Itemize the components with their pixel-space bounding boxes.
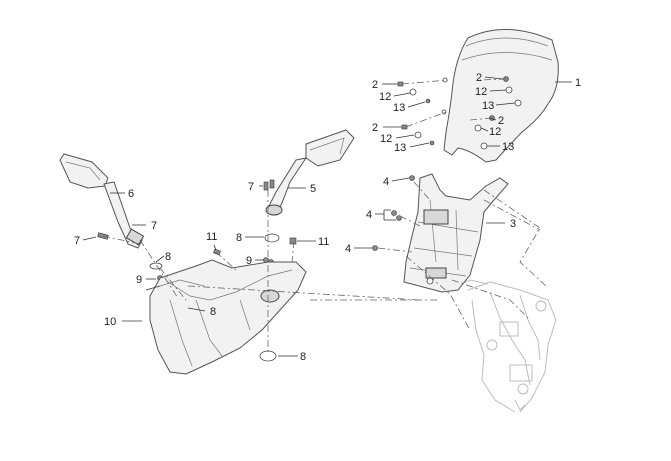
callout-4: 4 bbox=[345, 243, 351, 255]
callout-13: 13 bbox=[394, 142, 406, 154]
windshield-bracket bbox=[403, 173, 509, 293]
callout-4: 4 bbox=[366, 209, 372, 221]
callout-8: 8 bbox=[210, 306, 216, 318]
callout-13: 13 bbox=[502, 141, 514, 153]
callout-6: 6 bbox=[128, 188, 134, 200]
callout-7: 7 bbox=[151, 220, 157, 232]
callout-12: 12 bbox=[475, 86, 487, 98]
callout-11: 11 bbox=[206, 231, 217, 243]
callout-2: 2 bbox=[372, 122, 378, 134]
callout-2: 2 bbox=[476, 72, 482, 84]
callout-13: 13 bbox=[482, 100, 494, 112]
callout-8: 8 bbox=[236, 232, 242, 244]
callout-11: 11 bbox=[318, 236, 329, 248]
callout-7: 7 bbox=[74, 235, 80, 247]
frame-ghost bbox=[457, 279, 557, 413]
callout-4: 4 bbox=[383, 176, 389, 188]
callout-13: 13 bbox=[393, 102, 405, 114]
right-mirror-hardware bbox=[213, 179, 297, 362]
callout-10: 10 bbox=[104, 316, 116, 328]
windshield bbox=[441, 29, 559, 163]
callout-2: 2 bbox=[498, 115, 504, 127]
callout-2: 2 bbox=[372, 79, 378, 91]
callout-12: 12 bbox=[489, 126, 501, 138]
callout-8: 8 bbox=[300, 351, 306, 363]
callout-7: 7 bbox=[248, 181, 254, 193]
left-mirror bbox=[59, 153, 145, 249]
callout-1: 1 bbox=[575, 77, 581, 89]
leader-lines bbox=[82, 76, 572, 357]
assembly-lines bbox=[102, 78, 547, 352]
front-cowl bbox=[149, 259, 307, 375]
callout-labels: 1 2 12 13 2 12 13 2 12 13 2 12 13 4 4 4 … bbox=[74, 72, 581, 363]
callout-12: 12 bbox=[380, 133, 392, 145]
callout-8: 8 bbox=[165, 251, 171, 263]
callout-3: 3 bbox=[510, 218, 516, 230]
right-mirror bbox=[265, 129, 355, 216]
callout-5: 5 bbox=[310, 183, 316, 195]
bracket-hardware bbox=[372, 175, 415, 251]
callout-9: 9 bbox=[136, 274, 142, 286]
callout-12: 12 bbox=[379, 91, 391, 103]
callout-9: 9 bbox=[246, 255, 252, 267]
